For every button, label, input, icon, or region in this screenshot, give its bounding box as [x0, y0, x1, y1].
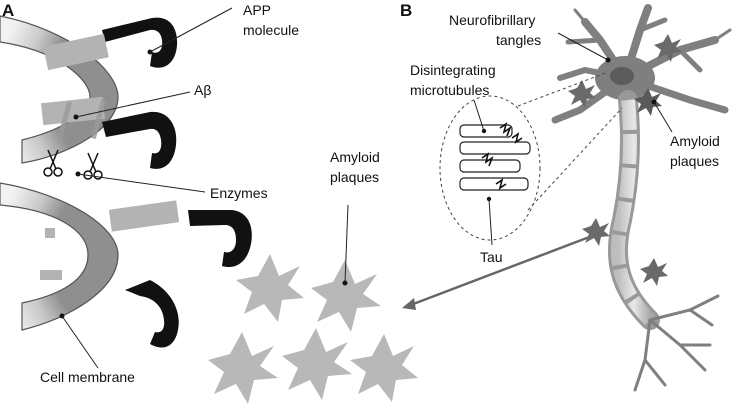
membrane-bottom	[0, 182, 119, 331]
plaque-star-icon	[282, 328, 352, 400]
plaque-star-icon	[634, 88, 662, 116]
abeta-label: Aβ	[194, 82, 211, 98]
panel-a: A	[0, 1, 593, 404]
plaque-star-icon	[654, 34, 682, 62]
plaque-star-icon	[311, 260, 381, 332]
plaque-star-icon	[208, 332, 278, 404]
axon-terminals	[633, 294, 720, 392]
tau-label: Tau	[480, 249, 503, 265]
panel-b-letter: B	[400, 1, 412, 20]
membrane-top	[0, 15, 119, 164]
app-molecule-label-line2: molecule	[243, 22, 299, 38]
panel-b: B	[400, 1, 732, 392]
neuron-nucleus	[610, 67, 634, 85]
scissors-icon	[43, 149, 63, 177]
neuron-axon	[607, 90, 660, 330]
plaque-star-icon	[582, 218, 610, 246]
amyloid-plaques-b-label-line2: plaques	[670, 153, 719, 169]
app-molecule-label-line1: APP	[243, 2, 271, 18]
neurofibrillary-tangles-label-line2: tangles	[496, 32, 541, 48]
arrow	[402, 234, 593, 310]
plaque-star-icon	[568, 80, 596, 108]
cell-membrane-label: Cell membrane	[40, 369, 135, 385]
disintegrating-microtubules-label-line2: microtubules	[410, 82, 489, 98]
enzymes-label: Enzymes	[210, 185, 268, 201]
amyloid-plaques-b-label-line1: Amyloid	[670, 133, 720, 149]
plaque-star-icon	[236, 254, 304, 322]
amyloid-plaques-a-label-line1: Amyloid	[330, 149, 380, 165]
tau-tangle	[481, 122, 523, 190]
abeta-fragment	[40, 200, 180, 280]
microtubule-zoom	[439, 71, 623, 241]
plaque-star-icon	[350, 334, 418, 402]
app-fragment-1	[188, 210, 252, 268]
amyloid-plaques-a-label-line2: plaques	[330, 169, 379, 185]
panel-a-letter: A	[2, 1, 14, 20]
app-fragment-2	[125, 280, 179, 348]
app-molecule-2	[41, 96, 177, 169]
plaque-star-icon	[640, 258, 668, 286]
disintegrating-microtubules-label-line1: Disintegrating	[410, 62, 496, 78]
neurofibrillary-tangles-label-line1: Neurofibrillary	[449, 12, 535, 28]
app-molecule-1	[43, 17, 178, 71]
